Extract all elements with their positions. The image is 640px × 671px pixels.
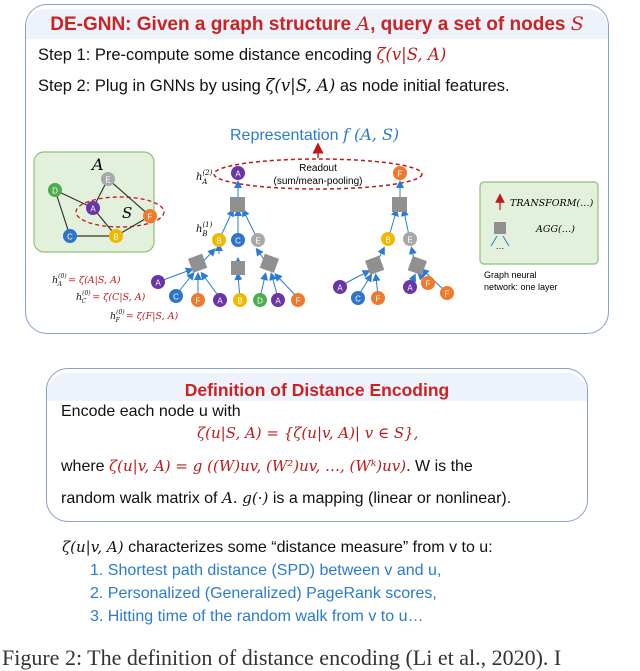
agg-box-icon (231, 261, 245, 275)
svg-text:A: A (235, 170, 241, 179)
agg-box-icon (365, 255, 385, 275)
svg-text:F: F (196, 297, 201, 306)
representation-label: Representation f (A, S) (230, 125, 399, 144)
init-a-label: h(0)A= ζ(A|S, A) (52, 273, 121, 288)
agg-box-icon (494, 222, 506, 234)
init-f-label: h(0)F= ζ(F|S, A) (110, 309, 178, 324)
svg-text:A: A (90, 205, 96, 214)
svg-text:F: F (296, 297, 301, 306)
def-line-4: random walk matrix of A. g(·) is a mappi… (61, 489, 512, 507)
svg-text:C: C (355, 295, 361, 304)
input-graph-nodes: D E A C B F (48, 172, 157, 243)
svg-text:C: C (235, 237, 241, 246)
def-line-2: ζ(u|S, A) = {ζ(u|v, A)| v ∈ S}, (197, 424, 419, 442)
figure-caption: Figure 2: The definition of distance enc… (2, 645, 562, 670)
graph-label-a: A (90, 155, 104, 174)
step-2: Step 2: Plug in GNNs by using ζ(v|S, A) … (38, 76, 510, 95)
node-a-icon (86, 201, 100, 215)
node-e-icon (251, 233, 265, 247)
svg-text:A: A (155, 279, 161, 288)
list-item: 2. Personalized (Generalized) PageRank s… (90, 585, 437, 602)
svg-text:E: E (105, 176, 110, 185)
root-a-icon (231, 166, 245, 180)
svg-text:B: B (113, 233, 118, 242)
readout-text-1: Readout (299, 163, 337, 174)
node-f-icon (143, 209, 157, 223)
transform-label: TRANSFORM(…) (510, 198, 594, 209)
gnn-layer-box (479, 181, 599, 265)
def-line-3: where ζ(u|v, A) = g ((W)uv, (W²)uv, …, (… (61, 457, 473, 475)
svg-text:A: A (217, 297, 223, 306)
graph-label-s: S (122, 204, 132, 222)
agg-box-icon (188, 253, 208, 273)
readout-text-2: (sum/mean-pooling) (274, 176, 363, 187)
definition-panel: Definition of Distance Encoding Encode e… (46, 368, 588, 522)
node-b-icon (109, 229, 123, 243)
degnn-diagram: Representation f (A, S) Readout (sum/mea… (33, 125, 599, 324)
tree-a-edges (157, 180, 299, 299)
node-d-icon (48, 183, 62, 197)
init-c-label: h(0)C= ζ(C|S, A) (76, 290, 146, 305)
layer-caption-2: network: one layer (484, 282, 558, 292)
initial-features: h(0)A= ζ(A|S, A) h(0)C= ζ(C|S, A) h(0)F=… (52, 273, 178, 324)
svg-text:D: D (257, 297, 263, 306)
svg-text:B: B (385, 236, 390, 245)
svg-text:C: C (173, 293, 179, 302)
node-c-icon (63, 229, 77, 243)
degnn-title: DE-GNN: Given a graph structure A, query… (26, 9, 608, 39)
svg-text:D: D (52, 187, 58, 196)
svg-text:F: F (445, 290, 450, 299)
tree-f-nodes: F B E A C F A F F (333, 166, 454, 305)
agg-box-icon (407, 256, 427, 276)
readout-ellipse (213, 158, 423, 190)
svg-text:A: A (275, 297, 281, 306)
svg-text:E: E (255, 237, 260, 246)
list-item: 1. Shortest path distance (SPD) between … (90, 562, 442, 579)
svg-text:F: F (148, 213, 153, 222)
layer-caption-1: Graph neural (484, 270, 537, 280)
agg-box-icon (230, 197, 245, 212)
step-1: Step 1: Pre-compute some distance encodi… (38, 45, 447, 64)
svg-text:F: F (426, 280, 431, 289)
h-b1-label: h(1)B (196, 221, 213, 238)
node-b-icon (212, 233, 226, 247)
agg-box-icon (259, 253, 279, 273)
set-s-ellipse (75, 196, 165, 228)
node-c-icon (231, 233, 245, 247)
def-line-1: Encode each node u with (61, 403, 241, 420)
distance-intro: ζ(u|v, A) characterizes some “distance m… (62, 538, 493, 556)
svg-text:B: B (237, 297, 242, 306)
svg-text:F: F (398, 170, 403, 179)
ellipsis-label: … (496, 241, 505, 251)
svg-text:A: A (407, 284, 413, 293)
node-e-icon (101, 172, 115, 186)
root-f-icon (393, 166, 407, 180)
agg-box-icon (392, 197, 407, 212)
agg-label: AGG(…) (535, 224, 575, 235)
svg-text:B: B (216, 237, 221, 246)
h-a2-label: h(2)A (196, 169, 213, 186)
definition-title: Definition of Distance Encoding (47, 373, 587, 401)
svg-text:C: C (67, 233, 73, 242)
svg-text:A: A (337, 284, 343, 293)
list-item: 3. Hitting time of the random walk from … (90, 608, 424, 625)
svg-text:E: E (407, 236, 412, 245)
svg-text:F: F (376, 295, 381, 304)
tree-a-nodes: A B C E A C F A B D A F (151, 166, 305, 307)
